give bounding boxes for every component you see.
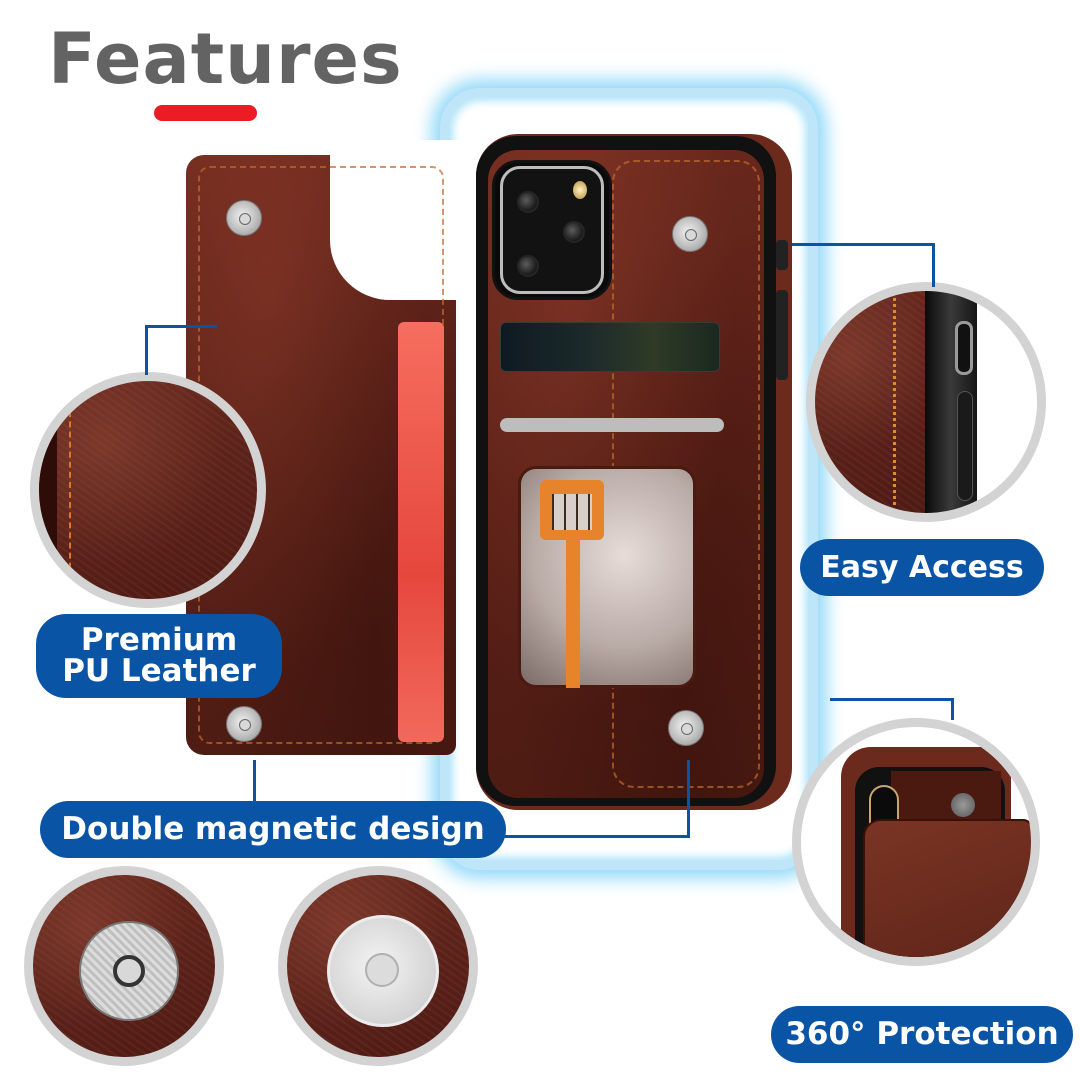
side-button [776, 240, 788, 270]
page-title: Features [48, 18, 403, 100]
leather-thread [893, 291, 896, 513]
magnet-icon [951, 793, 975, 817]
label-easy-access: Easy Access [800, 539, 1044, 596]
lens-icon [517, 191, 539, 213]
flash-icon [573, 181, 587, 199]
connector-line [253, 760, 256, 802]
leather-closeup-circle [30, 372, 266, 608]
case-magnet-top [672, 216, 708, 252]
magnet-hub [113, 955, 145, 987]
flap-magnet-top [226, 200, 262, 236]
connector-line [932, 243, 935, 287]
connector-line [687, 760, 690, 838]
label-360-protection: 360° Protection [771, 1006, 1073, 1063]
label-double-magnetic-design: Double magnetic design [40, 801, 506, 858]
leather-edge [39, 381, 57, 599]
label-line-1: Premium [80, 622, 238, 658]
corner-protection-closeup-circle [792, 718, 1040, 966]
flap-magnet-bottom [226, 706, 262, 742]
connector-line [792, 243, 935, 246]
flap-corner [863, 819, 1031, 957]
button-slot [957, 391, 973, 501]
card-slot-lower [500, 418, 724, 432]
magnet-closeup-textured [24, 866, 224, 1066]
smooth-magnet-icon [327, 915, 439, 1027]
title-underline [154, 105, 257, 121]
camera-module [500, 166, 604, 294]
lantern-window [552, 494, 592, 530]
lantern-post [566, 540, 580, 688]
magnet-hub [365, 953, 399, 987]
magnet-closeup-smooth [278, 866, 478, 1066]
label-premium-pu-leather: Premium PU Leather [36, 614, 282, 698]
side-access-closeup-circle [806, 282, 1046, 522]
case-magnet-bottom [668, 710, 704, 746]
connector-line [504, 835, 690, 838]
connector-line [145, 325, 148, 375]
connector-line [951, 698, 954, 720]
port-cutout-icon [955, 321, 973, 375]
connector-line [145, 325, 217, 328]
lens-icon [517, 255, 539, 277]
lens-icon [563, 221, 585, 243]
label-line-2: PU Leather [62, 653, 256, 689]
card-slot-upper [500, 322, 720, 372]
connector-line [830, 698, 954, 701]
side-button-long [776, 290, 788, 380]
red-card [398, 322, 444, 742]
leather-thread [69, 381, 71, 599]
leather-strip [815, 291, 925, 513]
